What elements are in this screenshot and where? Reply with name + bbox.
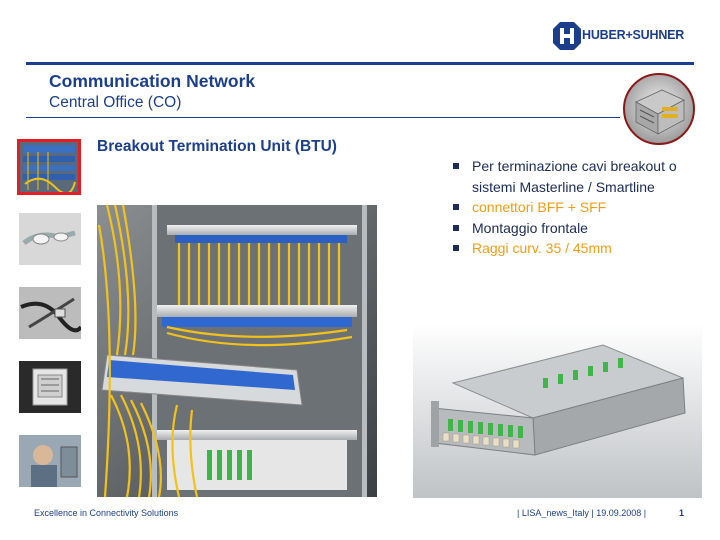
list-item-text: Raggi curv. 35 / 45mm (472, 240, 612, 256)
thumbnail-wall-box[interactable] (19, 361, 81, 413)
rack-overview-thumbnail[interactable] (622, 72, 696, 146)
list-item-text: Per terminazione cavi breakout o sistemi… (472, 158, 677, 195)
page-subtitle: Central Office (CO) (49, 94, 182, 111)
thumbnail-cable-assembly[interactable] (19, 287, 81, 339)
footer-tagline: Excellence in Connectivity Solutions (34, 508, 179, 518)
hs-emblem-icon (553, 22, 581, 50)
logo-text: HUBER+SUHNER (582, 28, 685, 42)
thumbnail-connectors[interactable] (19, 213, 81, 265)
thumbnail-btu-active[interactable] (17, 139, 81, 195)
list-item: connettori BFF + SFF (452, 197, 702, 218)
thumbnail-engineer[interactable] (19, 435, 81, 487)
header-divider (26, 62, 694, 65)
footer-meta: | LISA_news_Italy | 19.09.2008 | (517, 508, 647, 518)
huber-suhner-logo: HUBER+SUHNER (552, 21, 695, 51)
btu-panel-product-photo (413, 323, 702, 498)
subtitle-divider (26, 117, 620, 118)
btu-rack-photo (97, 205, 377, 497)
page-number: 1 (679, 508, 685, 518)
feature-list: Per terminazione cavi breakout o sistemi… (452, 156, 702, 259)
list-item: Per terminazione cavi breakout o sistemi… (452, 156, 702, 197)
list-item-text: Montaggio frontale (472, 219, 588, 236)
page-title: Communication Network (49, 71, 256, 91)
list-item-text: connettori BFF + SFF (472, 199, 607, 215)
section-heading: Breakout Termination Unit (BTU) (97, 138, 337, 155)
bullet-square-icon (453, 204, 459, 210)
bullet-square-icon (453, 245, 459, 251)
bullet-square-icon (453, 163, 459, 169)
list-item: Montaggio frontale (452, 218, 702, 239)
bullet-square-icon (453, 224, 459, 231)
list-item: Raggi curv. 35 / 45mm (452, 238, 702, 259)
